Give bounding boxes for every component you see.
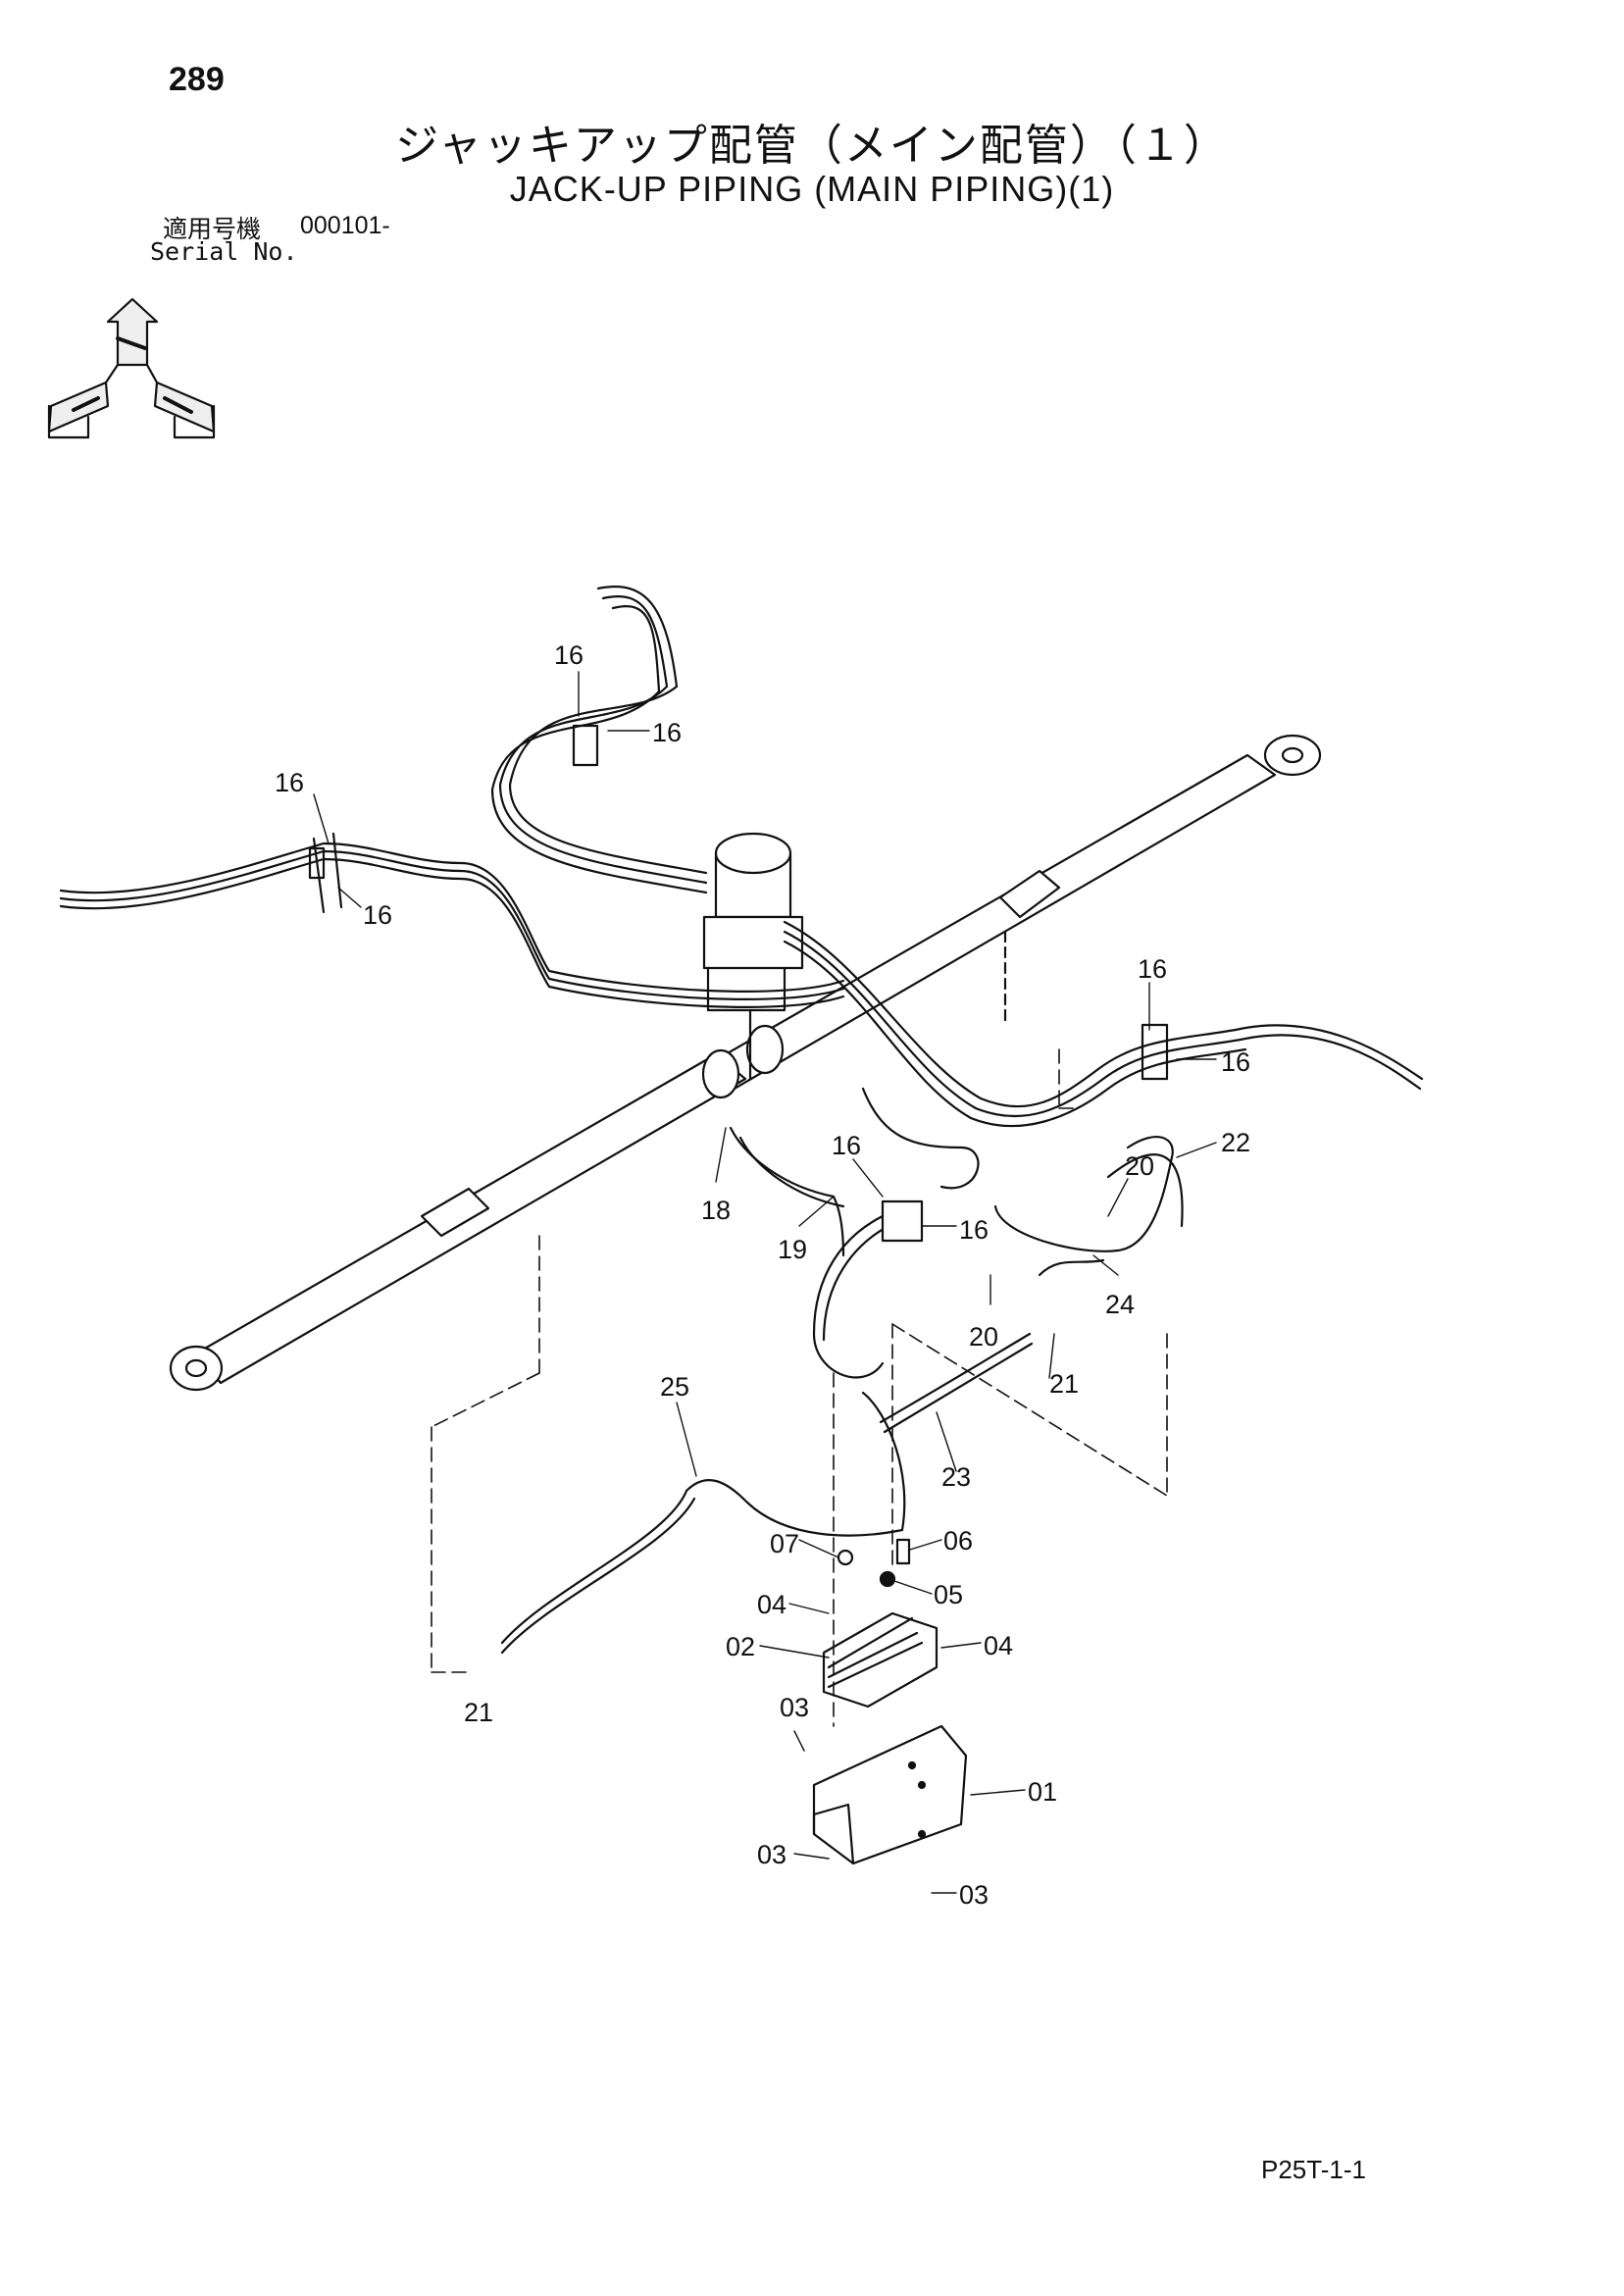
part-label: 03 [757,1840,787,1869]
part-label: 07 [770,1529,799,1558]
part-label: 05 [934,1580,963,1609]
part-label: 16 [959,1215,989,1245]
hose-lines-left [59,832,845,1008]
page-title-english: JACK-UP PIPING (MAIN PIPING)(1) [509,169,1115,209]
part-label: 18 [701,1196,731,1225]
part-label: 16 [275,768,304,797]
part-label: 16 [1221,1047,1250,1077]
part-number-labels: 16 16 16 16 16 16 16 16 16 18 19 20 20 2… [275,640,1250,1910]
hose-lines-top [490,586,708,894]
part-label: 22 [1221,1128,1250,1157]
hose-lines-center-lower [729,1087,1184,1379]
part-label: 03 [780,1693,809,1722]
part-label: 16 [652,718,682,747]
orientation-arrows-icon [47,297,216,439]
part-label: 21 [464,1698,493,1727]
part-label: 04 [757,1590,787,1619]
part-label: 23 [941,1462,971,1492]
hose-23 [879,1332,1034,1434]
page-number: 289 [169,61,225,98]
serial-label-japanese: 適用号機 [163,215,262,243]
part-label: 20 [1125,1151,1154,1181]
hose-25 [500,1391,906,1655]
leader-lines [313,671,1217,1894]
part-label: 20 [969,1322,998,1352]
part-label: 16 [363,900,392,930]
part-label: 19 [778,1235,807,1264]
serial-label-english: Serial No. [150,237,298,266]
control-valve-and-bracket [812,1538,968,1865]
part-label: 24 [1105,1290,1135,1319]
part-label: 03 [959,1880,989,1910]
part-label: 01 [1028,1777,1057,1807]
page-title-japanese: ジャッキアップ配管（メイン配管）（１） [395,121,1229,171]
serial-number-value: 000101- [300,212,390,239]
part-label: 25 [660,1372,689,1402]
part-label: 21 [1049,1369,1079,1399]
part-label: 16 [1138,954,1167,984]
part-label: 06 [943,1526,973,1556]
part-label: 02 [726,1632,755,1661]
hose-lines-right [783,920,1424,1128]
jack-cylinder-upper [689,734,1322,1098]
jack-cylinder-lower [169,1024,785,1392]
figure-code: P25T-1-1 [1261,2155,1366,2184]
part-label: 16 [832,1131,861,1160]
part-label: 04 [984,1631,1013,1660]
phantom-lines [431,1048,1168,1727]
part-label: 16 [554,640,584,670]
